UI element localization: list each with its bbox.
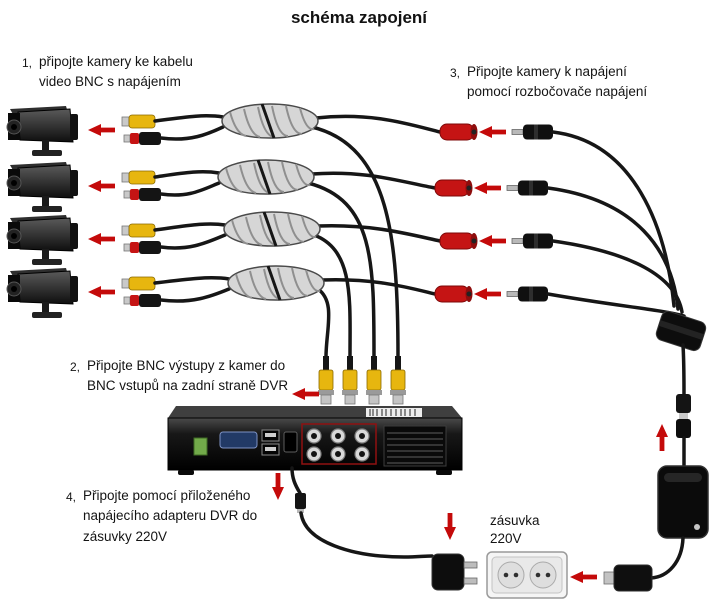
cable	[314, 114, 442, 134]
step-4-line-3: zásuvky 220V	[83, 528, 168, 544]
outlet-label-line-2: 220V	[490, 531, 522, 547]
dc-power-female-connector-icon	[439, 123, 478, 141]
step-1-note: 1, připojte kamery ke kabelu video BNC s…	[22, 52, 193, 93]
cable	[159, 233, 227, 250]
step-4-number: 4,	[66, 490, 77, 504]
red-arrow-icon	[88, 180, 115, 192]
cable	[546, 186, 680, 311]
red-arrow-icon	[292, 388, 319, 400]
cable	[299, 511, 434, 559]
step-2-line-1: Připojte BNC výstupy z kamer do	[87, 358, 286, 373]
coiled-cable-icon	[216, 158, 316, 196]
cctv-camera-icon	[6, 161, 79, 213]
bnc-input-jacks	[306, 428, 370, 462]
coiled-cable-icon	[226, 264, 326, 302]
cable	[159, 125, 225, 141]
cable	[551, 130, 676, 308]
dvr-led-sticker	[193, 437, 208, 456]
cable	[290, 466, 302, 495]
cable	[312, 233, 352, 359]
coiled-cable-icon	[220, 102, 320, 140]
dc-power-female-connector-icon	[434, 179, 473, 197]
dc-power-female-connector-icon	[439, 232, 478, 250]
cable	[320, 277, 437, 296]
cable	[306, 181, 376, 359]
cable	[153, 114, 225, 123]
dc-coupling-icon	[295, 493, 306, 513]
bnc-plug-icon	[365, 355, 383, 405]
red-arrow-icon	[88, 124, 115, 136]
red-arrow-icon	[570, 571, 597, 583]
cable	[310, 125, 400, 359]
cable	[153, 222, 227, 232]
cable	[159, 181, 221, 197]
step-1-number: 1,	[22, 56, 33, 70]
dc-power-male-plug-icon	[506, 180, 549, 196]
bnc-plug-icon	[317, 355, 335, 405]
step-3-line-2: pomocí rozbočovače napájení	[467, 84, 648, 100]
dc-power-male-plug-icon	[603, 564, 653, 592]
cctv-camera-icon	[6, 267, 79, 319]
bnc-plug-icon	[341, 355, 359, 405]
cable	[159, 287, 231, 303]
bnc-plug-icon	[389, 355, 407, 405]
red-arrow-icon	[479, 235, 506, 247]
dvr-power-inlet	[283, 431, 298, 453]
step-4-note: 4, Připojte pomocí přiloženého napájecíh…	[66, 486, 257, 547]
vga-port-icon	[219, 431, 258, 449]
dvr-recorder-icon	[167, 406, 463, 475]
red-arrow-icon	[88, 233, 115, 245]
outlet-label: zásuvka 220V	[490, 512, 540, 548]
dc-power-male-plug-icon	[511, 233, 554, 249]
coiled-cable-icon	[222, 210, 322, 248]
wall-outlet-icon	[486, 551, 568, 599]
power-plug-icon	[431, 553, 478, 591]
diagram-title: schéma zapojení	[290, 8, 428, 27]
cable	[649, 536, 685, 580]
step-3-note: 3, Připojte kamery k napájení pomocí roz…	[450, 62, 647, 103]
step-1-line-2: video BNC s napájením	[39, 74, 181, 90]
step-4-line-1: Připojte pomocí přiloženého	[83, 488, 251, 503]
step-2-number: 2,	[70, 360, 81, 374]
red-arrow-icon	[656, 424, 668, 451]
cable	[153, 170, 221, 179]
cable	[681, 343, 686, 396]
red-arrow-icon	[272, 473, 284, 500]
bnc-inputs-highlight-box	[301, 423, 377, 465]
cctv-camera-icon	[6, 214, 79, 266]
red-arrow-icon	[474, 182, 501, 194]
cable	[153, 276, 231, 285]
step-2-line-2: BNC vstupů na zadní straně DVR	[87, 378, 289, 394]
dc-power-male-plug-icon	[506, 286, 549, 302]
step-3-number: 3,	[450, 66, 461, 80]
red-arrow-icon	[479, 126, 506, 138]
power-adapter-brick-icon	[657, 465, 709, 539]
red-arrow-icon	[474, 288, 501, 300]
cable	[310, 171, 437, 190]
dc-power-female-connector-icon	[434, 285, 473, 303]
cable	[316, 287, 331, 359]
step-1-line-1: připojte kamery ke kabelu	[39, 54, 193, 69]
cable	[551, 239, 684, 314]
step-3-line-1: Připojte kamery k napájení	[467, 64, 627, 79]
cable	[316, 223, 442, 243]
dc-power-male-plug-icon	[511, 124, 554, 140]
step-4-line-2: napájecího adapteru DVR do	[83, 508, 258, 524]
dc-coupling-icon	[676, 394, 691, 438]
power-splitter-icon	[655, 310, 707, 352]
red-arrow-icon	[88, 286, 115, 298]
red-arrow-icon	[444, 513, 456, 540]
step-2-note: 2, Připojte BNC výstupy z kamer do BNC v…	[70, 356, 288, 397]
cctv-camera-icon	[6, 105, 79, 157]
outlet-label-line-1: zásuvka	[490, 513, 540, 528]
